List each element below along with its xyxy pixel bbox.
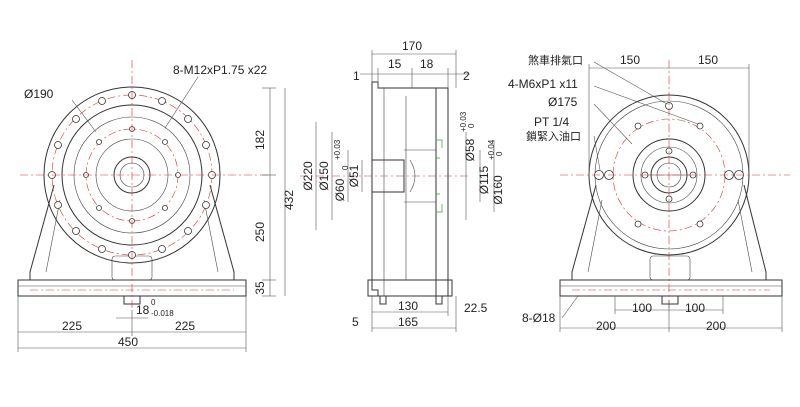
- side-dia-115: Ø115: [477, 165, 491, 194]
- rear-oil-inlet-label: 鎖緊入油口: [526, 129, 581, 143]
- rear-pt-spec: PT 1/4: [534, 115, 569, 129]
- front-height-182: 182: [253, 130, 267, 150]
- side-dia-60-tol-lower: 0: [341, 165, 350, 170]
- side-dia-160-tol-lower: 0: [495, 151, 504, 156]
- rear-half-top-right: 150: [698, 53, 718, 67]
- side-dia-58: Ø58: [463, 138, 477, 161]
- front-keyway-tol-upper: 0: [151, 298, 156, 307]
- side-offset-2: 2: [463, 69, 470, 83]
- side-dia-60: Ø60: [333, 178, 347, 201]
- front-keyway: 18: [136, 303, 150, 317]
- side-dia-58-tol-upper: +0.03: [459, 111, 468, 132]
- side-dia-160: Ø160: [491, 175, 505, 205]
- front-overall-450: 450: [118, 335, 138, 349]
- front-height-432: 432: [282, 190, 296, 210]
- rear-inner-right: 100: [685, 301, 705, 315]
- side-len-130: 130: [398, 299, 418, 313]
- rear-outer-left: 200: [596, 319, 616, 333]
- rear-tap-spec: 4-M6xP1 x11: [508, 77, 578, 91]
- rear-dia-175: Ø175: [548, 95, 578, 109]
- side-len-5: 5: [352, 315, 359, 329]
- side-len-15: 15: [388, 57, 402, 71]
- side-len-18: 18: [420, 57, 434, 71]
- rear-brake-exhaust-label: 煞車排氣口: [528, 53, 583, 67]
- rear-inner-left: 100: [632, 301, 652, 315]
- rear-base-holes: 8-Ø18: [522, 311, 556, 325]
- front-bolt-spec: 8-M12xP1.75 x22: [173, 63, 267, 77]
- side-dia-160-tol-upper: +0.04: [487, 139, 496, 160]
- side-dia-60-tol-upper: +0.03: [333, 139, 342, 160]
- front-base-35: 35: [253, 281, 267, 295]
- rear-outer-right: 200: [706, 319, 726, 333]
- rear-view: [559, 60, 790, 332]
- side-dia-51: Ø51: [347, 164, 361, 187]
- side-dia-220: Ø220: [301, 161, 315, 191]
- front-keyway-tol-lower: -0.018: [151, 309, 174, 318]
- rear-side-bosses: [594, 170, 744, 180]
- side-dia-150: Ø150: [317, 161, 331, 191]
- rear-half-top-left: 150: [620, 53, 640, 67]
- front-view: [17, 60, 286, 352]
- side-dia-58-tol-lower: 0: [467, 123, 476, 128]
- side-total-170: 170: [402, 39, 422, 53]
- side-view: [300, 50, 495, 332]
- front-half-left: 225: [62, 319, 82, 333]
- front-half-right: 225: [175, 319, 195, 333]
- side-len-22-5: 22.5: [464, 301, 488, 315]
- outer-bolt-holes: [48, 91, 216, 259]
- front-dia-190: Ø190: [24, 87, 54, 101]
- side-offset-1: 1: [353, 69, 360, 83]
- front-height-250: 250: [253, 222, 267, 242]
- side-len-165: 165: [398, 315, 418, 329]
